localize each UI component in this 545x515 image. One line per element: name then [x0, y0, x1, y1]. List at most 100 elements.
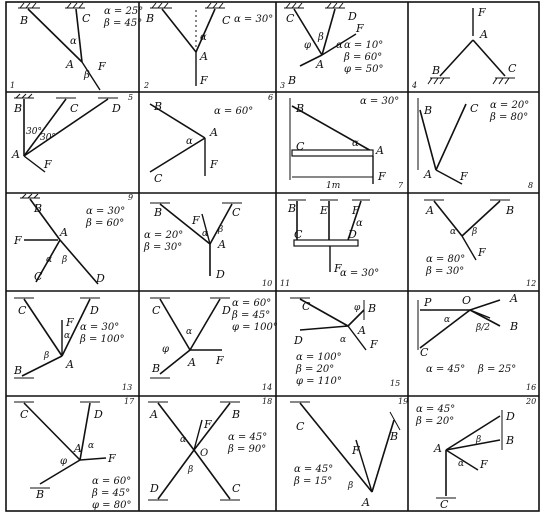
label-f: F [477, 246, 486, 259]
param-1: α = 20° [490, 100, 529, 111]
param-1: α = 30° [340, 268, 379, 279]
force-f [321, 33, 357, 56]
label-alpha: α [352, 138, 359, 149]
rod-da [189, 298, 221, 351]
param-2: β = 45° [103, 18, 142, 29]
rod-ca [209, 203, 233, 245]
force-f [79, 457, 107, 461]
problem-number: 7 [398, 181, 404, 190]
label-b: B [389, 430, 398, 443]
param-2: β = 80° [489, 112, 528, 123]
rod-ao [157, 402, 195, 451]
param-1: α = 30° [360, 96, 399, 107]
param-1: α = 60° [214, 106, 253, 117]
force-f [81, 61, 101, 91]
label-f: F [351, 444, 360, 457]
rod-co [193, 449, 231, 500]
label-o: O [200, 448, 208, 459]
label-f: F [479, 458, 488, 471]
rod-oa [469, 299, 501, 311]
label-a: A [73, 442, 82, 455]
label-a: A [315, 58, 324, 71]
force-f [435, 169, 463, 185]
label-d: D [215, 268, 225, 281]
label-f-top: F [351, 204, 360, 217]
param-3: φ = 50° [344, 64, 383, 75]
label-alpha: α [180, 435, 186, 445]
rod-ca [23, 298, 63, 357]
label-c: C [154, 172, 163, 185]
label-alpha: α [70, 36, 77, 47]
wall-support [18, 2, 85, 9]
force-f [347, 325, 367, 351]
label-d: D [505, 410, 515, 423]
param-2: β = 45° [231, 310, 270, 321]
label-d: D [89, 304, 99, 317]
param-2: β = 20° [295, 364, 334, 375]
label-b: B [153, 100, 162, 113]
problem-number: 13 [122, 383, 132, 392]
rod-a [433, 200, 463, 237]
rod-ca [293, 8, 323, 56]
param-1: α = 30° [86, 206, 125, 217]
label-phi: φ [162, 344, 169, 355]
rod-ca [75, 8, 83, 63]
grid-frame [5, 1, 540, 512]
label-a: A [65, 58, 74, 71]
problem-7: B C A F 1m α α = 30° 7 [289, 96, 404, 191]
label-a: A [209, 126, 218, 139]
param-1: α = 25° [104, 6, 143, 17]
label-f: F [97, 60, 106, 73]
problem-8: B C A F α = 20° β = 80° 8 [417, 98, 533, 190]
rod-b [461, 200, 501, 237]
label-b: B [505, 434, 514, 447]
problem-9: B A F C D α β α = 30° β = 60° 9 [13, 193, 133, 285]
label-f: F [477, 6, 486, 19]
label-d: D [111, 102, 121, 115]
beam-cd [293, 239, 359, 247]
label-beta: β [347, 481, 353, 491]
rod-da [79, 402, 91, 461]
label-e: E [319, 204, 328, 217]
problem-number: 12 [526, 279, 536, 288]
param-2: β = 15° [293, 476, 332, 487]
label-alpha: α [450, 227, 456, 237]
problem-number: 20 [525, 397, 536, 406]
label-f: F [333, 262, 342, 275]
label-f: F [107, 452, 116, 465]
label-alpha: α [88, 441, 94, 451]
label-d: D [95, 272, 105, 285]
label-f: F [459, 170, 468, 183]
param-2: β = 25° [477, 364, 516, 375]
label-d: D [221, 304, 231, 317]
param-1: α = 60° [92, 476, 131, 487]
param-2: β = 100° [79, 334, 125, 345]
rod-fd [347, 200, 362, 241]
label-b: B [295, 102, 304, 115]
label-c: C [232, 206, 241, 219]
label-o: O [462, 294, 471, 307]
label-a: A [11, 148, 20, 161]
label-beta: β [83, 70, 90, 81]
param-1: α = 20° [144, 230, 183, 241]
problem-number: 8 [528, 181, 533, 190]
label-f: F [43, 158, 52, 171]
problem-number: 11 [280, 279, 290, 288]
label-b: B [33, 202, 42, 215]
param-3: φ = 100° [232, 322, 278, 333]
label-c: C [20, 408, 29, 421]
label-phi: φ [354, 303, 361, 313]
label-a: A [479, 28, 488, 41]
beam-ca [291, 149, 374, 157]
label-a: A [433, 442, 442, 455]
rod-da [23, 98, 109, 157]
problem-17: C D A B F φ α α = 60° β = 45° φ = 80° 17 [14, 397, 135, 511]
param-1: α = 45° [426, 364, 465, 375]
label-a: A [187, 356, 196, 369]
label-b: B [145, 12, 154, 25]
param-1: α = 45° [294, 464, 333, 475]
rod-ca [299, 298, 349, 327]
label-alpha: α [458, 459, 464, 469]
rod-ba [29, 198, 61, 241]
problem-number: 16 [526, 383, 536, 392]
